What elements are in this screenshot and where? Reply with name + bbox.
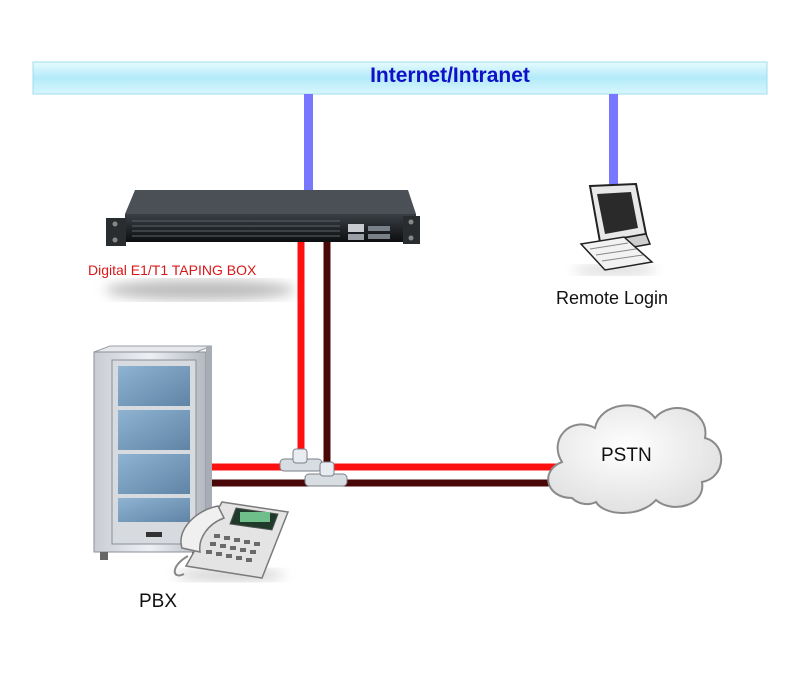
network-bar [32,61,768,95]
remote-login-computer [573,182,657,275]
taping-box-label: Digital E1/T1 TAPING BOX [88,262,257,278]
pbx-label: PBX [139,591,178,612]
taping-box-shadow [105,280,295,300]
pbx-cabinet [93,345,213,560]
taping-box-device [106,190,420,246]
remote-login-label: Remote Login [556,288,669,308]
ethernet-link-remote-login [609,94,618,186]
pstn-cloud [547,404,723,514]
pstn-label: PSTN [601,445,652,466]
telephone [173,501,290,581]
internet-intranet-label: Internet/Intranet [370,64,530,87]
ethernet-link-taping-box [304,94,313,190]
e1-t1-lines [206,242,560,487]
tap-connectors [279,448,348,487]
